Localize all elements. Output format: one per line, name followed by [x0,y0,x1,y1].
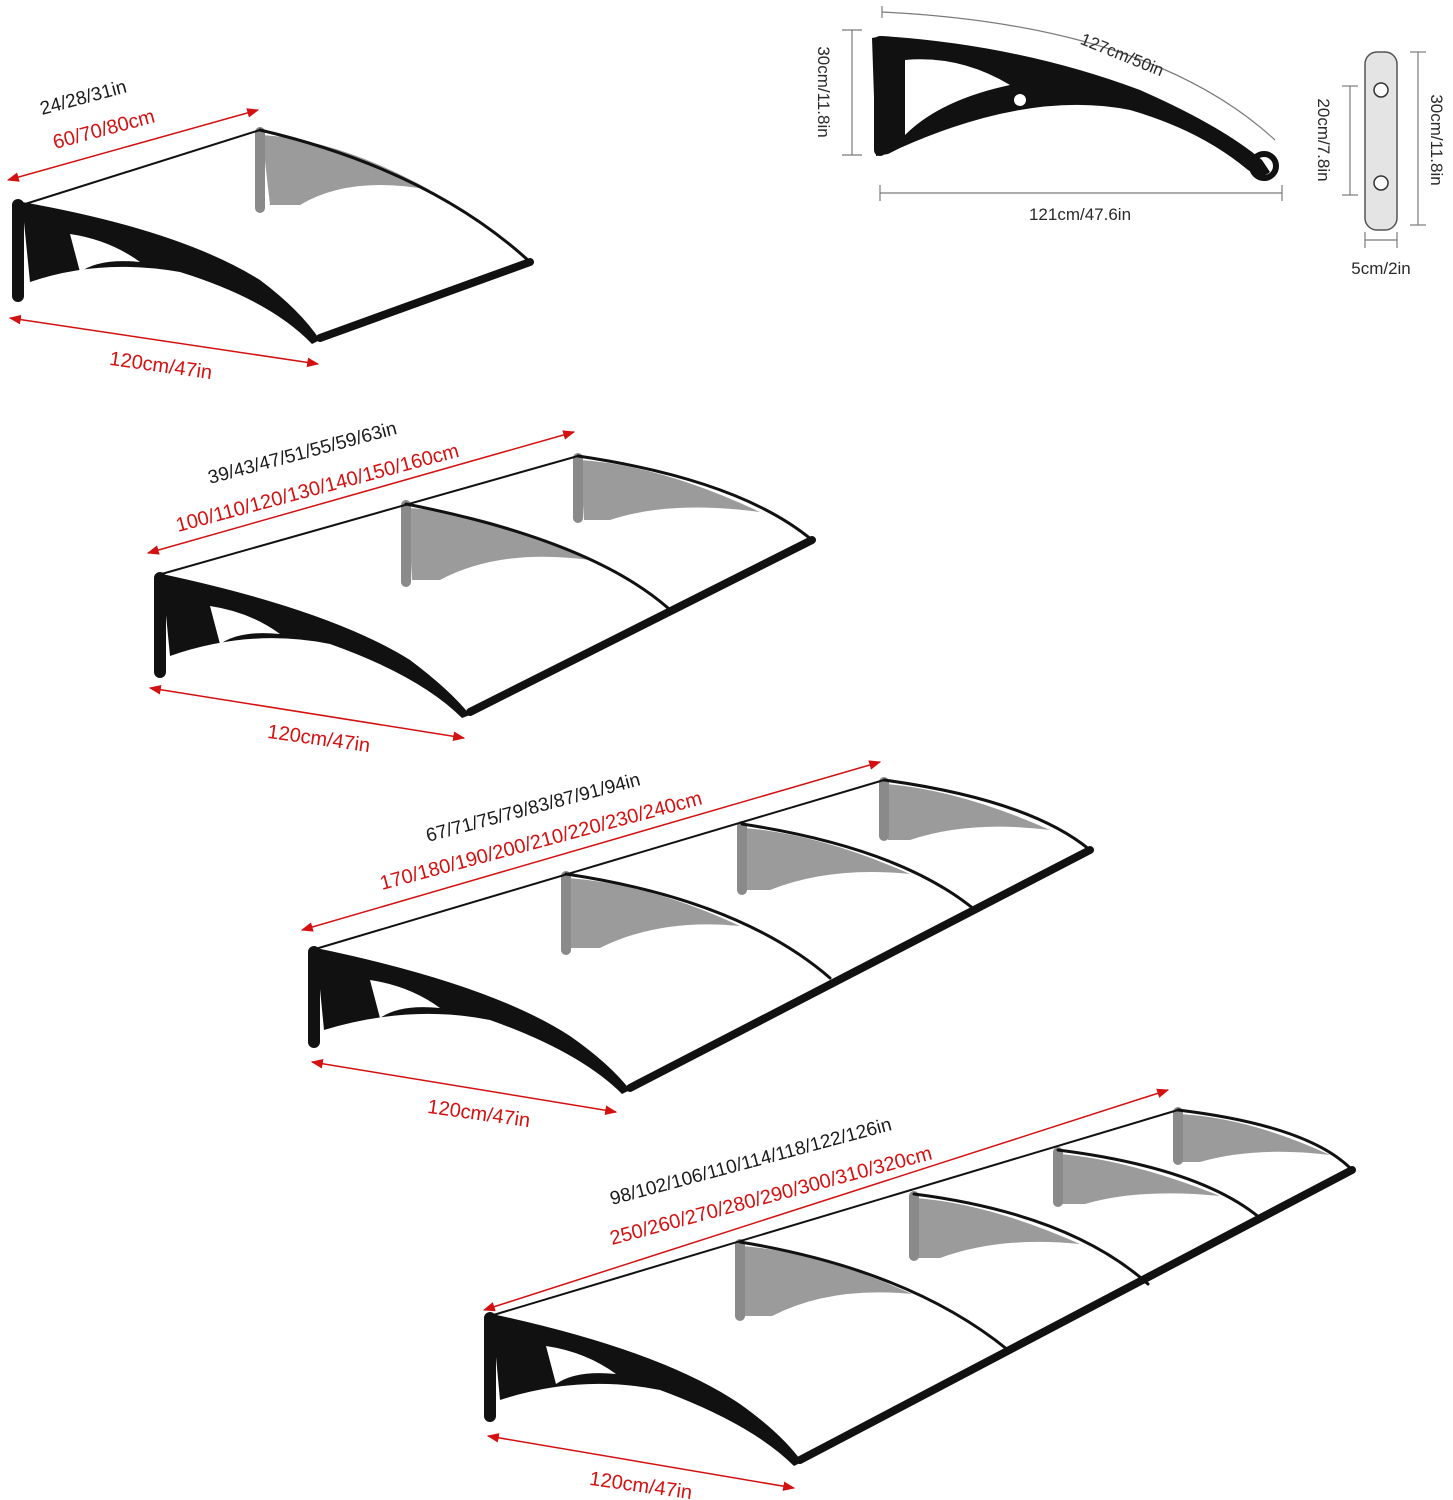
depth-arrow [486,1433,796,1491]
arm-length-label: 121cm/47.6in [1029,205,1131,224]
width-inch-label: 24/28/31in [38,77,129,120]
bracket-cutout [905,59,1010,135]
width-arrow [482,1088,1170,1312]
arm-height-label: 30cm/11.8in [814,46,833,137]
canopy-variant-4: 98/102/106/110/114/118/122/126in 250/260… [482,1088,1356,1500]
canopy-variant-1: 24/28/31in 60/70/80cm 120cm/47in [6,77,534,384]
plate-width-label: 5cm/2in [1351,259,1411,278]
width-arrow [6,108,260,182]
width-arrow [146,430,576,555]
plate-height-label: 30cm/11.8in [1427,94,1446,185]
depth-label: 120cm/47in [588,1468,693,1500]
hole-spacing-label: 20cm/7.8in [1314,98,1333,181]
arm-arc-length-label: 127cm/50in [1078,30,1167,81]
canopy-variant-3: 67/71/75/79/83/87/91/94in 170/180/190/20… [300,760,1094,1132]
width-arrow [300,760,882,932]
depth-label: 120cm/47in [266,721,371,757]
depth-label: 120cm/47in [426,1096,531,1132]
canopy-variant-2: 39/43/47/51/55/59/63in 100/110/120/130/1… [146,418,816,757]
depth-arrow [148,684,466,742]
depth-label: 120cm/47in [108,348,213,384]
depth-arrow [8,314,320,368]
wall-plate-detail: 20cm/7.8in 30cm/11.8in 5cm/2in [1314,51,1446,278]
arc-dimension-line [881,11,1276,141]
arm-bracket-detail: 127cm/50in 30cm/11.8in 121cm/47.6in [814,6,1283,224]
wall-plate [1364,51,1398,231]
